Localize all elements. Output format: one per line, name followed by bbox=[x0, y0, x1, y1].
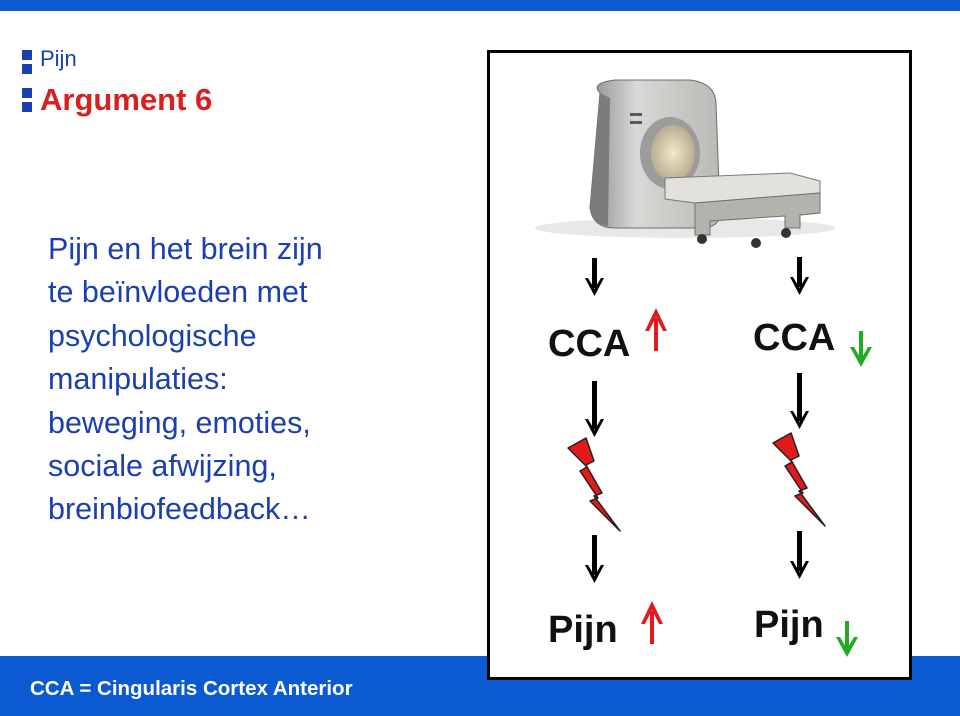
flow-arrows bbox=[585, 257, 809, 583]
top-accent-bar bbox=[0, 0, 960, 11]
body-line: Pijn en het brein zijn bbox=[48, 232, 323, 266]
lightning-bolt-icon bbox=[567, 437, 621, 532]
down-arrow-icon bbox=[585, 381, 604, 437]
body-line: te beïnvloeden met bbox=[48, 275, 308, 310]
right-pain-label: Pijn bbox=[754, 604, 824, 646]
body-text: Pijn en het brein zijn te beïnvloeden me… bbox=[48, 228, 468, 532]
down-arrow-icon bbox=[790, 373, 809, 429]
down-arrow-icon bbox=[790, 531, 809, 579]
body-line: breinbiofeedback… bbox=[48, 492, 311, 527]
body-line: manipulaties: bbox=[48, 362, 228, 397]
down-arrow-icon bbox=[585, 258, 604, 296]
body-line: sociale afwijzing, bbox=[48, 449, 277, 484]
down-arrow-icon bbox=[585, 535, 604, 583]
green-down-arrow-icon bbox=[850, 331, 872, 367]
diagram-panel: CCA CCA Pijn Pijn bbox=[487, 50, 912, 680]
body-line: psychologische bbox=[48, 318, 257, 353]
left-cca-label: CCA bbox=[548, 323, 631, 365]
slide-title: Argument 6 bbox=[40, 82, 213, 117]
down-arrow-icon bbox=[790, 257, 809, 295]
diagram-svg bbox=[535, 79, 872, 657]
slide-subtitle: Pijn bbox=[40, 46, 77, 71]
up-arrow-icon bbox=[645, 308, 667, 351]
mri-scanner-icon bbox=[535, 79, 835, 248]
lightning-bolt-icon bbox=[772, 432, 826, 527]
increase-arrows bbox=[641, 308, 667, 644]
pain-bolts bbox=[567, 432, 826, 532]
body-line: beweging, emoties, bbox=[48, 405, 311, 440]
green-down-arrow-icon bbox=[836, 621, 858, 657]
bullet-marker-icon bbox=[22, 48, 34, 112]
left-pain-label: Pijn bbox=[548, 609, 618, 651]
up-arrow-icon bbox=[641, 601, 663, 644]
right-cca-label: CCA bbox=[753, 317, 836, 359]
footnote: CCA = Cingularis Cortex Anterior bbox=[30, 677, 353, 700]
decrease-arrows bbox=[836, 331, 872, 657]
